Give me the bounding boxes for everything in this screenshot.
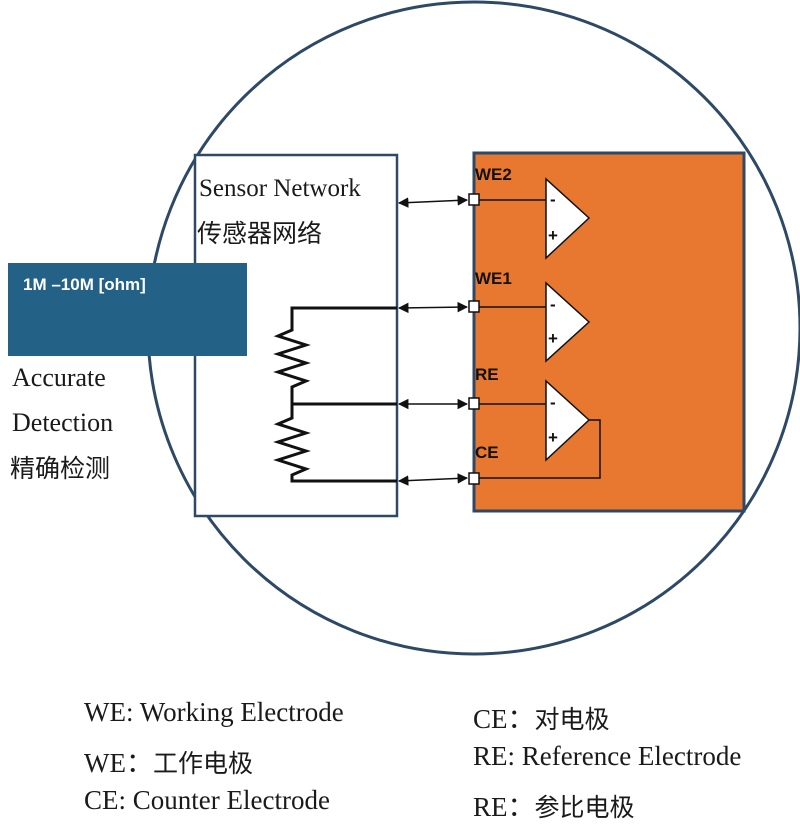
legend-prefix: WE：: [84, 748, 153, 778]
legend-text-zh: 对电极: [534, 705, 610, 734]
legend-item: WE: Working Electrode: [84, 697, 344, 728]
legend-text-zh: 工作电极: [152, 749, 253, 778]
terminal-we1: [468, 300, 480, 313]
opamp-signs: - + - + - +: [548, 190, 558, 447]
label-we1: WE1: [475, 269, 512, 288]
legend-prefix: WE:: [84, 697, 140, 727]
terminal-ce: [468, 472, 480, 485]
legend-item: RE：参比电极: [473, 785, 635, 824]
sensor-network-title-zh: 传感器网络: [197, 219, 322, 248]
detection-line2: Detection: [12, 408, 113, 437]
sign-minus: -: [550, 393, 556, 412]
opamp-we2: [545, 177, 591, 260]
legend-item: CE: Counter Electrode: [84, 785, 330, 816]
label-we2: WE2: [475, 165, 512, 184]
sign-minus: -: [550, 295, 556, 314]
legend-item: WE：工作电极: [84, 741, 253, 780]
resistance-badge-label: 1M –10M [ohm]: [23, 275, 146, 294]
opamp-wiring: [479, 199, 601, 479]
potentiostat-panel: [472, 151, 746, 513]
legend-text: Working Electrode: [139, 697, 344, 727]
connection-arrows: [397, 195, 469, 486]
opamp-we1: [545, 281, 591, 363]
legend-prefix: RE:: [473, 741, 522, 771]
resistor-network: [273, 306, 397, 483]
terminal-re: [468, 397, 480, 410]
legend-item: CE：对电极: [473, 697, 610, 736]
label-re: RE: [475, 365, 499, 384]
sign-plus: +: [548, 226, 558, 245]
resistor-bottom: [273, 404, 397, 483]
label-ce: CE: [475, 443, 499, 462]
detection-line1: Accurate: [12, 363, 106, 392]
sign-plus: +: [548, 428, 558, 447]
legend-item: RE: Reference Electrode: [473, 741, 741, 772]
sensor-network-title: Sensor Network: [199, 175, 361, 202]
sensor-diagram: Sensor Network 传感器网络 WE2 WE1 RE CE: [8, 0, 800, 656]
arrow-ce: [397, 473, 469, 486]
detection-line3-zh: 精确检测: [10, 454, 110, 483]
legend-prefix: CE:: [84, 785, 133, 815]
opamps: [545, 177, 591, 462]
legend-prefix: CE：: [473, 704, 535, 734]
sign-plus: +: [548, 329, 558, 348]
legend-text-zh: 参比电极: [534, 793, 635, 822]
terminal-we2: [468, 193, 480, 206]
opamp-re: [545, 379, 591, 462]
resistor-top: [273, 306, 397, 404]
legend-text: Reference Electrode: [521, 741, 742, 771]
legend-prefix: RE：: [473, 792, 535, 822]
arrow-we1: [397, 301, 469, 314]
legend-text: Counter Electrode: [132, 785, 330, 815]
sign-minus: -: [550, 190, 556, 209]
resistance-badge: [8, 263, 247, 356]
arrow-we2: [397, 195, 469, 208]
